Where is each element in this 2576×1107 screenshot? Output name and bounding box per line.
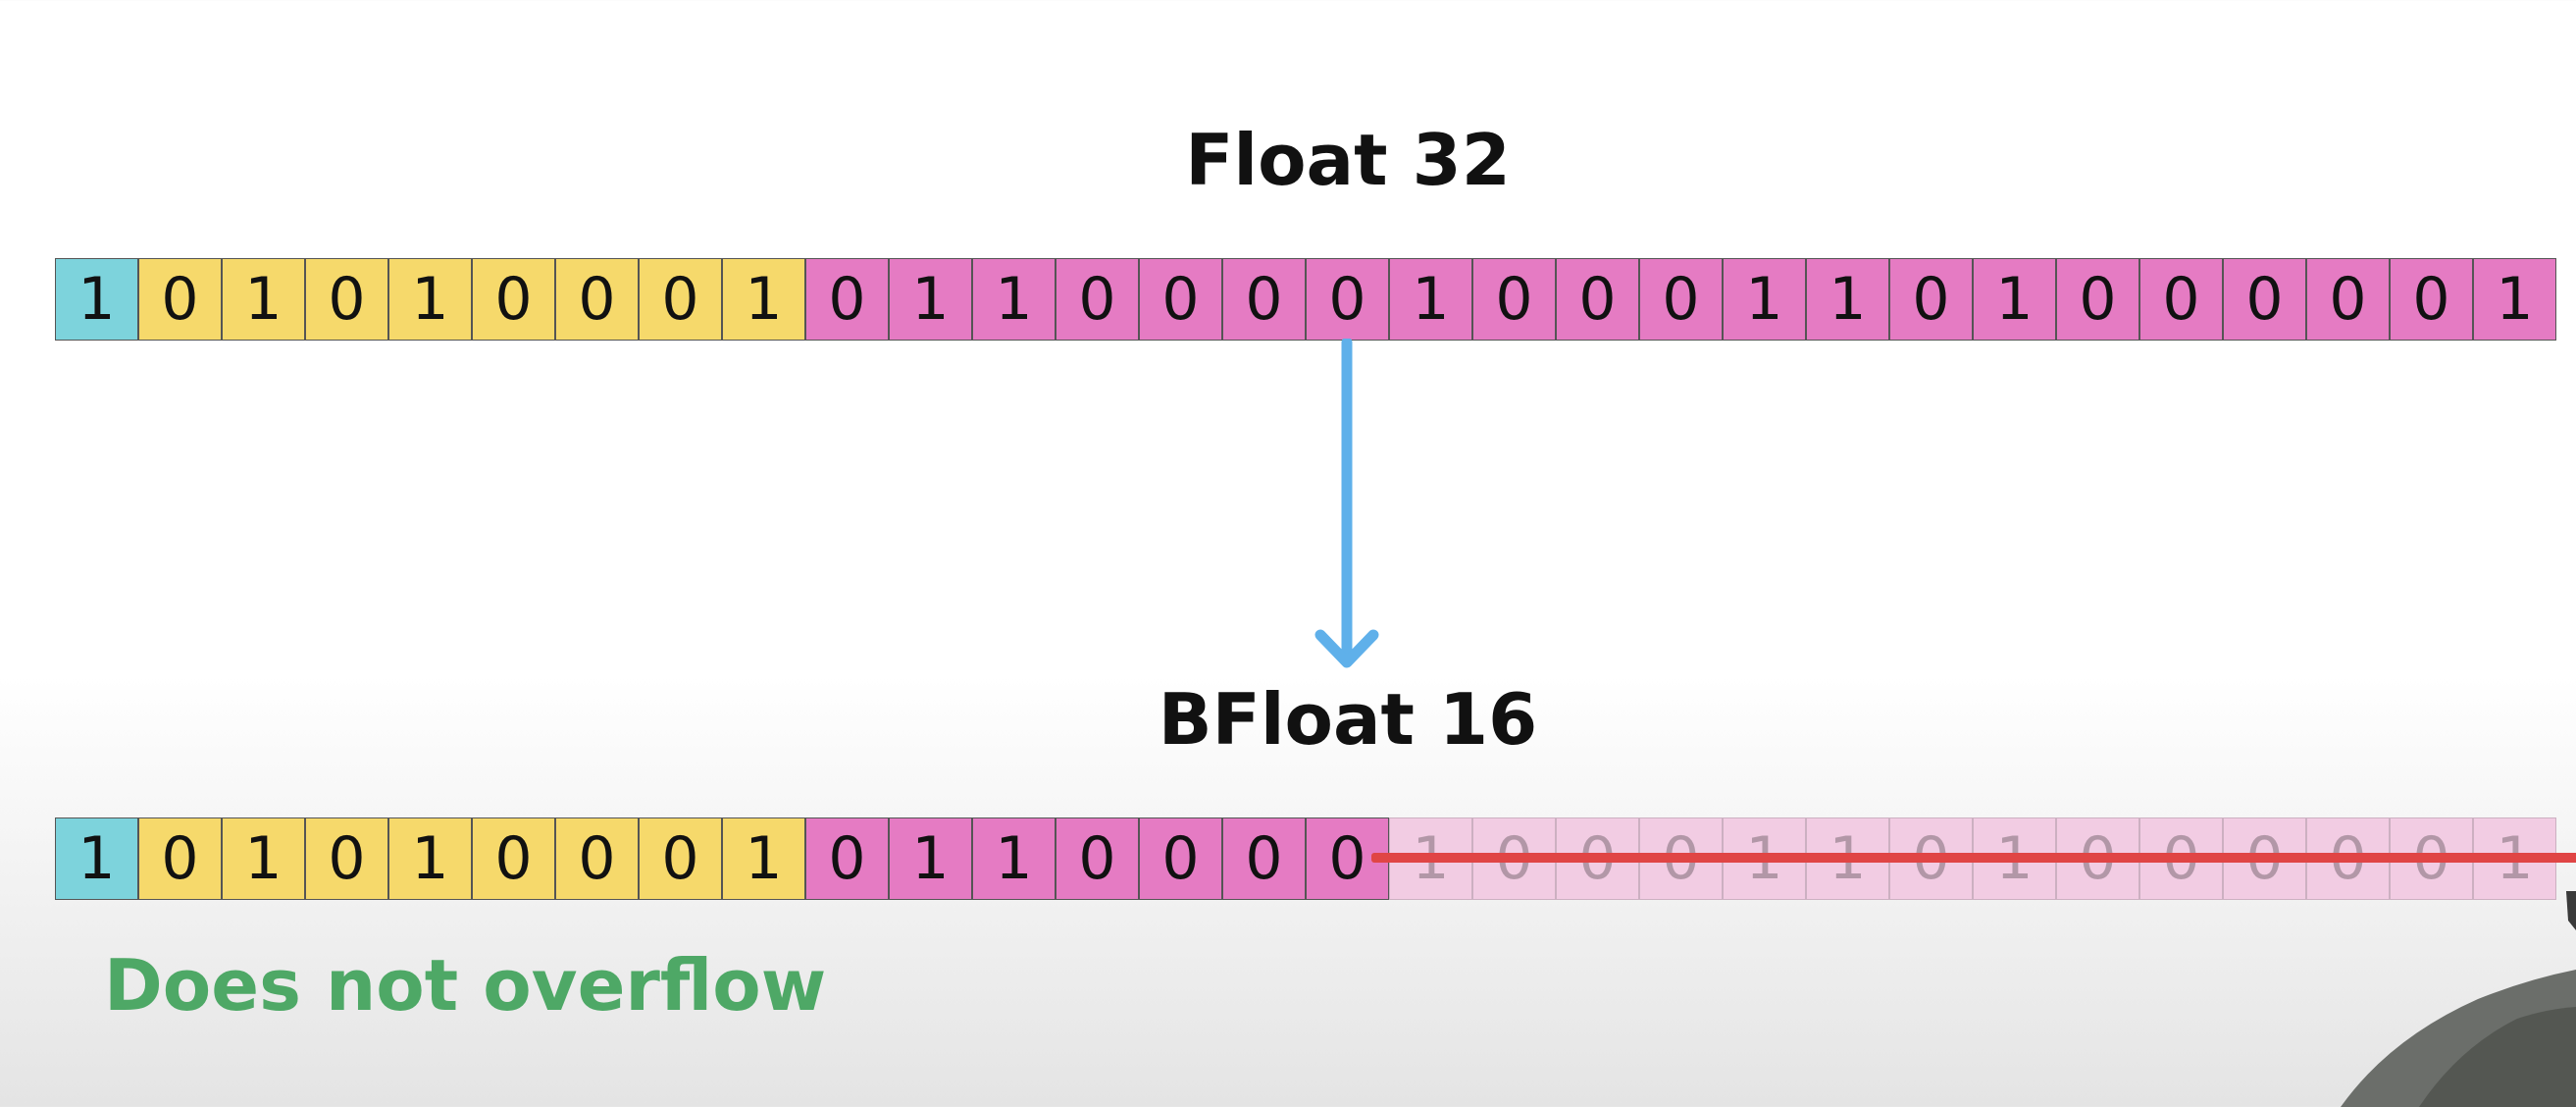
- bit-value: 1: [995, 824, 1033, 893]
- bfloat16-bit-cell-exponent: 0: [138, 817, 222, 900]
- float32-bit-cell-exponent: 0: [138, 258, 222, 341]
- bit-value: 0: [161, 824, 199, 893]
- bit-value: 0: [2329, 265, 2367, 334]
- bit-value: 0: [578, 824, 616, 893]
- float32-bit-cell-mantissa: 0: [2139, 258, 2223, 341]
- down-arrow-icon: [1314, 339, 1379, 668]
- float32-bit-cell-mantissa: 1: [1723, 258, 1806, 341]
- bit-value: 0: [2412, 265, 2450, 334]
- bit-value: 0: [1161, 265, 1200, 334]
- bfloat16-bit-cell-exponent: 1: [722, 817, 805, 900]
- bit-value: 1: [911, 824, 950, 893]
- bit-value: 0: [2079, 265, 2117, 334]
- bfloat16-bit-cell-mantissa: 0: [1056, 817, 1139, 900]
- float32-bit-cell-mantissa: 0: [1056, 258, 1139, 341]
- bit-value: 1: [244, 265, 283, 334]
- bit-value: 1: [745, 265, 783, 334]
- bfloat16-bit-cell-exponent: 0: [639, 817, 722, 900]
- bfloat16-bit-cell-mantissa: 1: [972, 817, 1056, 900]
- float32-bit-cell-mantissa: 0: [2306, 258, 2390, 341]
- bit-value: 1: [77, 265, 116, 334]
- float32-bit-cell-mantissa: 0: [1222, 258, 1306, 341]
- float32-bit-cell-mantissa: 1: [889, 258, 972, 341]
- bfloat16-bit-cell-mantissa: 1: [889, 817, 972, 900]
- bit-value: 0: [661, 265, 699, 334]
- bit-value: 0: [328, 265, 366, 334]
- float32-bit-cell-mantissa: 1: [1389, 258, 1472, 341]
- bit-value: 0: [494, 265, 533, 334]
- bfloat16-bit-cell-mantissa: 0: [1139, 817, 1222, 900]
- bfloat16-bit-cell-mantissa: 0: [805, 817, 889, 900]
- bit-value: 0: [1328, 265, 1366, 334]
- bit-value: 1: [411, 824, 449, 893]
- bit-value: 1: [1745, 265, 1783, 334]
- bit-value: 0: [828, 265, 866, 334]
- float32-bit-cell-exponent: 1: [388, 258, 472, 341]
- float32-bit-cell-mantissa: 0: [1306, 258, 1389, 341]
- strikethrough-line: [1371, 853, 2576, 863]
- float32-bit-cell-mantissa: 0: [1139, 258, 1222, 341]
- bit-value: 0: [2245, 265, 2284, 334]
- bit-value: 0: [2162, 265, 2200, 334]
- bit-value: 0: [1328, 824, 1366, 893]
- float32-bit-cell-mantissa: 0: [1472, 258, 1556, 341]
- bfloat16-bit-cell-exponent: 0: [555, 817, 639, 900]
- float32-bit-cell-mantissa: 1: [1806, 258, 1889, 341]
- float32-bit-cell-mantissa: 1: [1973, 258, 2056, 341]
- bit-value: 0: [494, 824, 533, 893]
- bit-value: 0: [578, 265, 616, 334]
- bit-value: 0: [828, 824, 866, 893]
- float32-bit-cell-sign: 1: [55, 258, 138, 341]
- bit-value: 0: [161, 265, 199, 334]
- float32-bit-cell-mantissa: 1: [972, 258, 1056, 341]
- bit-value: 1: [411, 265, 449, 334]
- float32-bit-cell-exponent: 0: [639, 258, 722, 341]
- bfloat16-bit-cell-mantissa: 0: [1222, 817, 1306, 900]
- float32-bit-cell-exponent: 0: [305, 258, 388, 341]
- bit-value: 0: [1912, 265, 1950, 334]
- bit-value: 1: [995, 265, 1033, 334]
- float32-title: Float 32: [1185, 119, 1511, 201]
- float32-bit-cell-mantissa: 0: [2056, 258, 2139, 341]
- bit-value: 0: [1161, 824, 1200, 893]
- bit-value: 1: [244, 824, 283, 893]
- bfloat16-bit-cell-sign: 1: [55, 817, 138, 900]
- bit-value: 1: [745, 824, 783, 893]
- bfloat16-bit-cell-exponent: 0: [305, 817, 388, 900]
- presenter-silhouette: [2341, 891, 2576, 1107]
- bit-value: 1: [1412, 265, 1450, 334]
- float32-bit-cell-mantissa: 0: [805, 258, 889, 341]
- overflow-note: Does not overflow: [104, 944, 827, 1027]
- bit-value: 0: [1495, 265, 1533, 334]
- bit-value: 1: [911, 265, 950, 334]
- bit-value: 0: [1662, 265, 1700, 334]
- bit-value: 1: [2496, 265, 2534, 334]
- float32-bit-cell-mantissa: 0: [1556, 258, 1639, 341]
- bit-value: 0: [1078, 265, 1116, 334]
- float32-bit-cell-mantissa: 0: [1889, 258, 1973, 341]
- float32-bit-cell-exponent: 1: [722, 258, 805, 341]
- float32-bit-cell-mantissa: 0: [2390, 258, 2473, 341]
- bit-value: 1: [77, 824, 116, 893]
- bit-value: 0: [328, 824, 366, 893]
- bit-value: 0: [1245, 824, 1283, 893]
- bfloat16-bit-cell-exponent: 1: [222, 817, 305, 900]
- bit-value: 0: [1078, 824, 1116, 893]
- float32-bit-cell-exponent: 0: [555, 258, 639, 341]
- float32-bit-cell-exponent: 0: [472, 258, 555, 341]
- bit-value: 0: [1578, 265, 1617, 334]
- bit-value: 1: [1829, 265, 1867, 334]
- bit-value: 0: [661, 824, 699, 893]
- bit-value: 0: [1245, 265, 1283, 334]
- bfloat16-title: BFloat 16: [1158, 678, 1538, 761]
- bfloat16-bit-cell-exponent: 0: [472, 817, 555, 900]
- float32-bit-cell-exponent: 1: [222, 258, 305, 341]
- bfloat16-bit-cell-exponent: 1: [388, 817, 472, 900]
- float32-bit-cell-mantissa: 0: [1639, 258, 1723, 341]
- float32-bit-cell-mantissa: 1: [2473, 258, 2556, 341]
- float32-bit-cell-mantissa: 0: [2223, 258, 2306, 341]
- bit-value: 1: [1995, 265, 2034, 334]
